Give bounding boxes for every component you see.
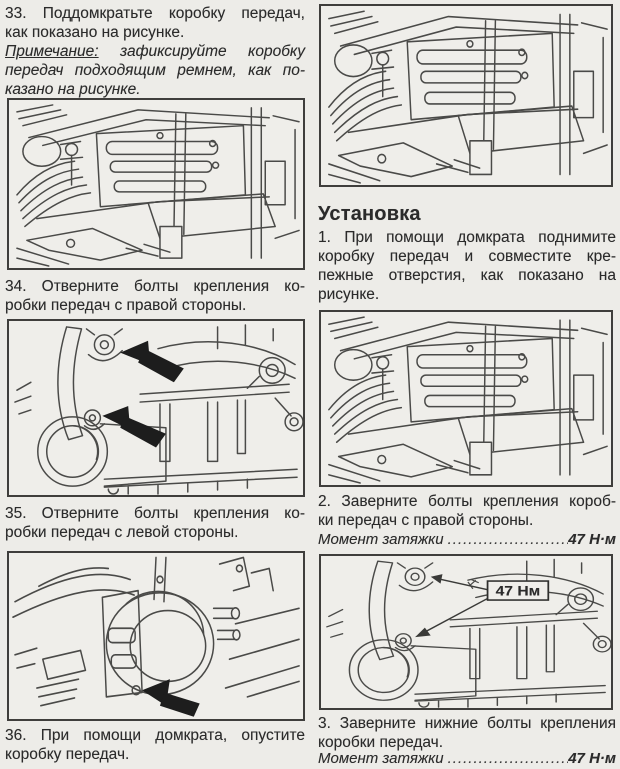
figure-step-33-illustration xyxy=(16,104,300,267)
step-36-text: 36. При помощи домкрата, опустите коробк… xyxy=(5,726,305,764)
figure-step-35-illustration xyxy=(12,556,300,717)
step-1-text: 1. При помощи домкрата поднимите коробку… xyxy=(318,228,616,304)
text-line: 36. При помощи домкрата, опустите xyxy=(5,727,305,744)
text-line: 1. При помощи домкрата поднимите xyxy=(318,229,616,246)
note-text: Примечание: зафиксируйте коробку передач… xyxy=(5,42,305,99)
bolt-arrow-icon xyxy=(102,406,166,448)
dot-leader: ........................ xyxy=(447,750,569,767)
callout-arrowhead-icon xyxy=(430,574,443,584)
step-35-text: 35. Отверните болты крепления ко- робки … xyxy=(5,504,305,542)
text-line: 35. Отверните болты крепления ко- xyxy=(5,505,305,522)
torque-label: Момент затяжки xyxy=(318,531,444,548)
torque-value: 47 Н·м xyxy=(568,750,616,767)
text-line: робки передач с левой стороны. xyxy=(5,524,239,541)
figure-step-35 xyxy=(7,551,305,721)
bolt-arrow-icon xyxy=(142,679,200,717)
text-line: рисунке. xyxy=(318,286,380,303)
torque-callout-box xyxy=(486,580,550,601)
bolt-arrow-icon xyxy=(120,340,184,383)
text-line: коробку передач. xyxy=(5,746,130,763)
text-line: передач подходящим ремнем, как по- xyxy=(5,62,305,79)
dot-leader: ........................ xyxy=(447,531,569,548)
text-line: пежные отверстия, как показано на xyxy=(318,267,616,284)
text-line: коробку передач и совместите кре- xyxy=(318,248,616,265)
figure-step-34-illustration xyxy=(14,324,303,495)
figure-removal-overview-illustration xyxy=(328,10,608,184)
install-heading: Установка xyxy=(318,203,421,225)
torque-value: 47 Н·м xyxy=(568,531,616,548)
text-line: казано на рисунке. xyxy=(5,81,141,98)
torque-spec-2: Момент затяжки ........................ … xyxy=(318,750,616,768)
text-line: 3. Заверните нижние болты крепления xyxy=(318,715,616,732)
text-line: 33. Поддомкратьте коробку передач, xyxy=(5,5,305,22)
step-34-text: 34. Отверните болты крепления ко- робки … xyxy=(5,277,305,315)
text-line: 34. Отверните болты крепления ко- xyxy=(5,278,305,295)
callout-arrow-line xyxy=(424,596,490,633)
text-line: 2. Заверните болты крепления короб- xyxy=(318,493,616,510)
callout-arrowhead-icon xyxy=(415,627,431,638)
torque-callout: 47 Нм xyxy=(415,574,550,638)
torque-label: Момент затяжки xyxy=(318,750,444,767)
figure-step-33 xyxy=(7,98,305,270)
text-line: робки передач с правой стороны. xyxy=(5,297,247,314)
step-2-text: 2. Заверните болты крепления короб- ки п… xyxy=(318,492,616,530)
text-line: Примечание: зафиксируйте коробку xyxy=(5,42,305,61)
figure-removal-overview xyxy=(319,4,613,187)
text-line: ки передач с правой стороны. xyxy=(318,512,534,529)
figure-step-1-illustration xyxy=(328,316,608,484)
torque-spec-1: Момент затяжки ........................ … xyxy=(318,531,616,549)
step-33-text: 33. Поддомкратьте коробку передач, как п… xyxy=(5,4,305,42)
figure-step-2-illustration: 47 Нм xyxy=(326,558,611,708)
note-label: Примечание: xyxy=(5,43,99,60)
figure-step-2-torque: 47 Нм xyxy=(319,554,613,710)
callout-arrow-line xyxy=(440,578,488,591)
figure-step-1 xyxy=(319,310,613,487)
figure-step-34 xyxy=(7,319,305,497)
text-line: как показано на рисунке. xyxy=(5,24,185,41)
torque-callout-label: 47 Нм xyxy=(496,585,541,600)
step-3-text: 3. Заверните нижние болты крепления коро… xyxy=(318,714,616,752)
text-line: коробки передач. xyxy=(318,734,444,751)
note-rest: зафиксируйте коробку xyxy=(119,43,305,60)
